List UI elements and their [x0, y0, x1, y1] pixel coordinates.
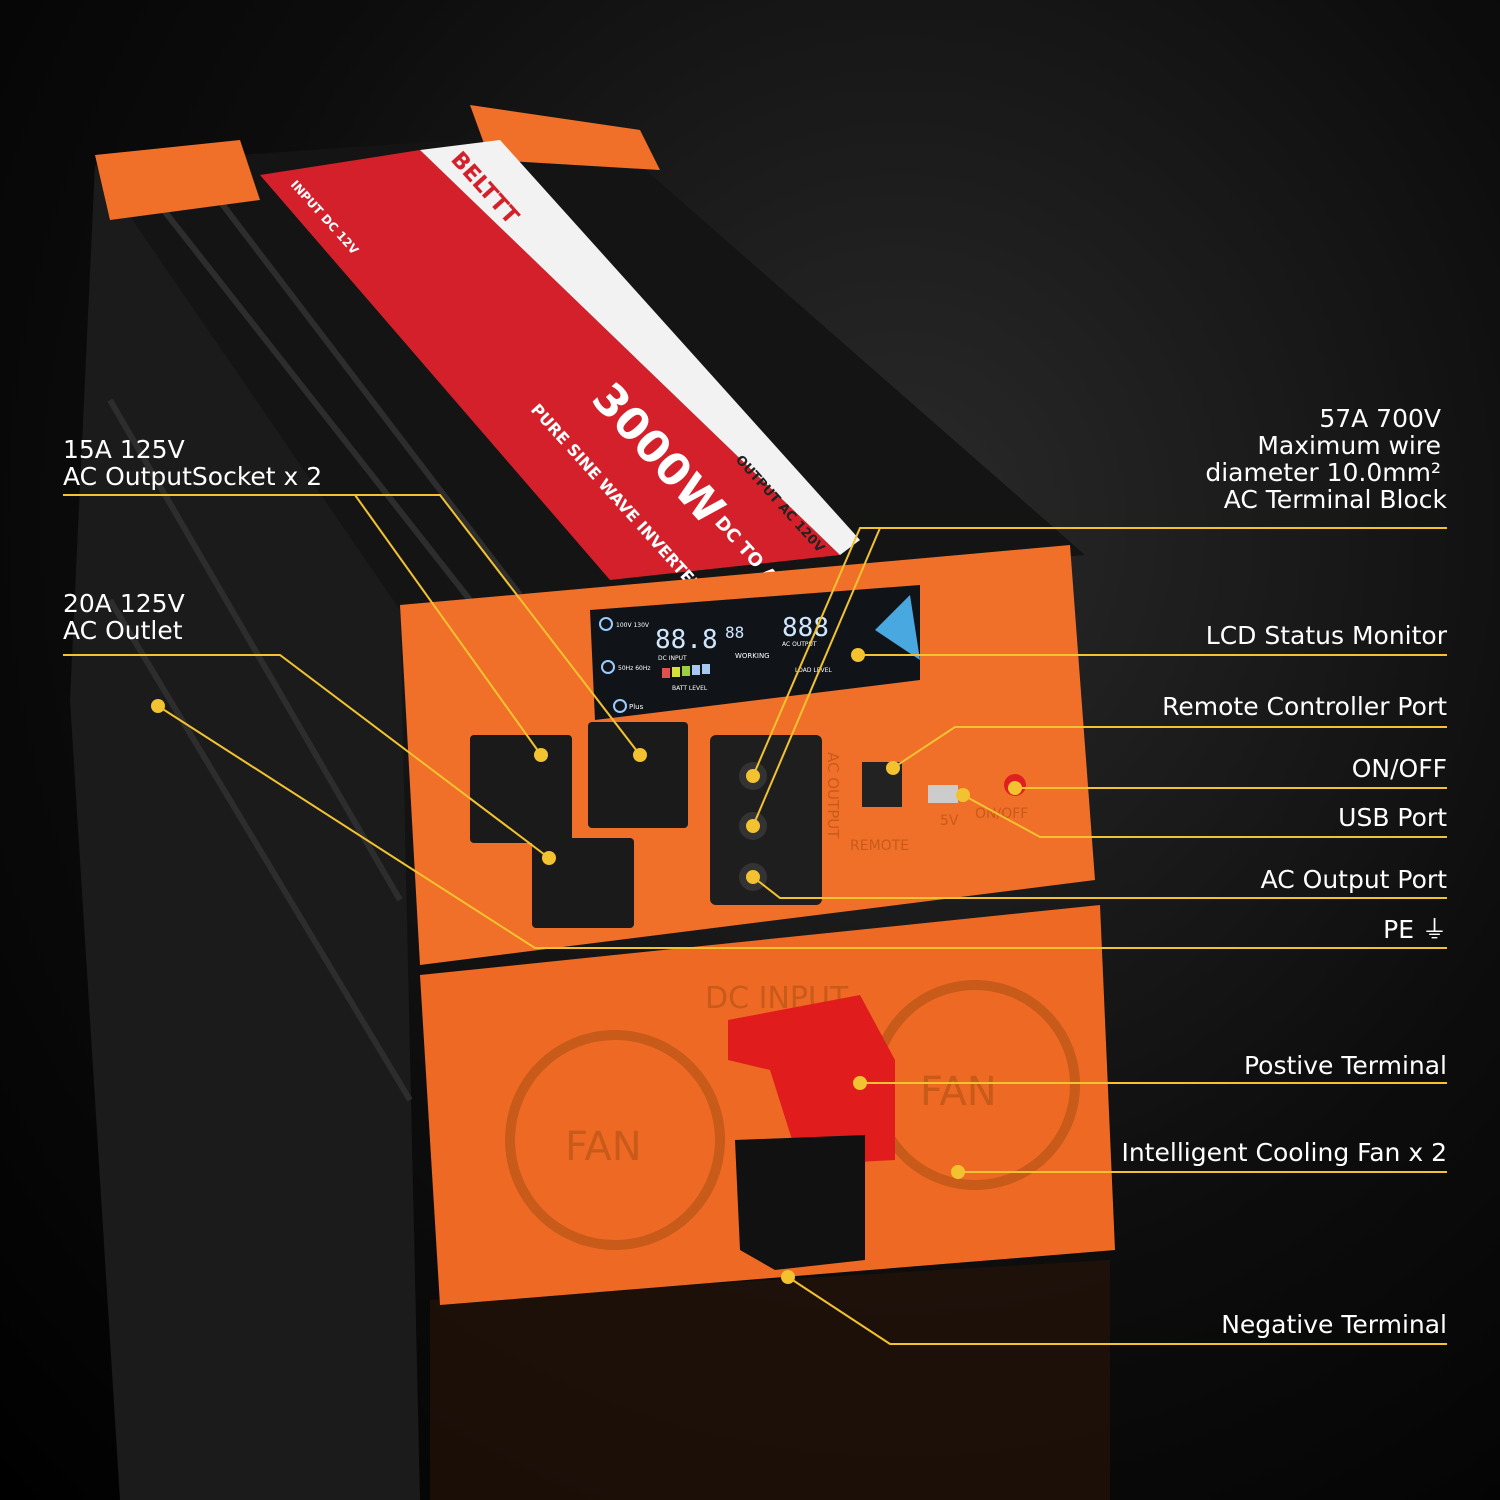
ac-output-engraving: AC OUTPUT [824, 752, 842, 839]
plus-button[interactable] [613, 699, 627, 713]
callout-dots [151, 648, 1022, 1284]
callout-text: LCD Status Monitor [1205, 621, 1447, 650]
callout-positive-terminal: Postive Terminal [1244, 1052, 1447, 1079]
housing-ribs [107, 173, 523, 1102]
fan-engraving-right: FAN [920, 1069, 997, 1115]
callout-text: diameter 10.0mm² [1205, 458, 1441, 487]
callout-usb-port: USB Port [1338, 804, 1447, 831]
callout-text: AC Output Port [1260, 865, 1447, 894]
freq-button-label: 50Hz 60Hz [618, 665, 651, 672]
callout-text: Maximum wire [1257, 431, 1441, 460]
callout-pe: PE ⏚ [1383, 916, 1447, 943]
corner-guard [95, 140, 260, 220]
callout-lines [63, 494, 1447, 1345]
dc-panel [420, 905, 1115, 1305]
label-stripe [420, 140, 860, 555]
negative-terminal[interactable] [735, 1135, 865, 1270]
side-housing [70, 165, 420, 1500]
frequency-button[interactable] [601, 660, 615, 674]
lcd-input-digits: 88.8 [655, 625, 718, 655]
callout-lcd-status-monitor: LCD Status Monitor [1206, 622, 1447, 649]
callout-text: Intelligent Cooling Fan x 2 [1121, 1138, 1447, 1167]
callout-cooling-fan: Intelligent Cooling Fan x 2 [1121, 1139, 1447, 1166]
callout-text: AC Outlet [63, 616, 183, 645]
callout-text: Remote Controller Port [1162, 692, 1447, 721]
callout-text: AC OutputSocket x 2 [63, 462, 323, 491]
lcd-small-digits: 88 [725, 623, 744, 642]
lcd-working-label: WORKING [735, 652, 770, 660]
fan-engraving-left: FAN [565, 1124, 642, 1170]
callout-text: 20A 125V [63, 589, 185, 618]
logo-chevron [875, 595, 920, 660]
cooling-fan-left [505, 1030, 725, 1250]
usb-port[interactable] [928, 785, 958, 803]
voltage-button[interactable] [599, 617, 613, 631]
callout-text: 57A 700V [1319, 404, 1441, 433]
callout-text: ON/OFF [1351, 754, 1447, 783]
callout-ac-outlet: 20A 125V AC Outlet [63, 590, 185, 644]
callout-text: USB Port [1338, 803, 1447, 832]
positive-terminal[interactable] [728, 995, 895, 1165]
lcd-dc-input-label: DC INPUT [658, 655, 687, 662]
callout-ac-output-sockets: 15A 125V AC OutputSocket x 2 [63, 436, 322, 490]
callout-remote-port: Remote Controller Port [1162, 693, 1447, 720]
ac-socket-2[interactable] [588, 722, 688, 828]
voltage-button-label: 100V 130V [616, 622, 650, 629]
lcd-batt-label: BATT LEVEL [672, 685, 708, 692]
callout-text: PE ⏚ [1383, 915, 1447, 944]
batt-level-bars [662, 664, 710, 678]
callout-negative-terminal: Negative Terminal [1221, 1311, 1447, 1338]
callout-text: Negative Terminal [1221, 1310, 1447, 1339]
remote-engraving: REMOTE [850, 838, 909, 854]
callout-on-off: ON/OFF [1352, 755, 1447, 782]
callout-text: 15A 125V [63, 435, 185, 464]
ac-terminal-block[interactable] [710, 735, 822, 905]
callout-ac-terminal-block: 57A 700V Maximum wire diameter 10.0mm² A… [1205, 405, 1447, 513]
ac-socket-1[interactable] [470, 735, 572, 843]
ac-outlet-20a[interactable] [532, 838, 634, 928]
callout-text: AC Terminal Block [1223, 485, 1447, 514]
callout-ac-output-port: AC Output Port [1261, 866, 1447, 893]
callout-text: Postive Terminal [1243, 1051, 1447, 1080]
lcd-load-label: LOAD LEVEL [795, 667, 832, 674]
corner-guard [470, 105, 660, 170]
reflection [430, 1260, 1110, 1500]
onoff-engraving: ON/OFF [975, 806, 1028, 822]
lcd-screen [590, 585, 920, 720]
product-label [260, 150, 840, 580]
plus-button-label: Plus [629, 703, 644, 711]
usb-engraving: 5V [940, 813, 959, 829]
lcd-ac-output-label: AC OUTPUT [782, 641, 817, 648]
